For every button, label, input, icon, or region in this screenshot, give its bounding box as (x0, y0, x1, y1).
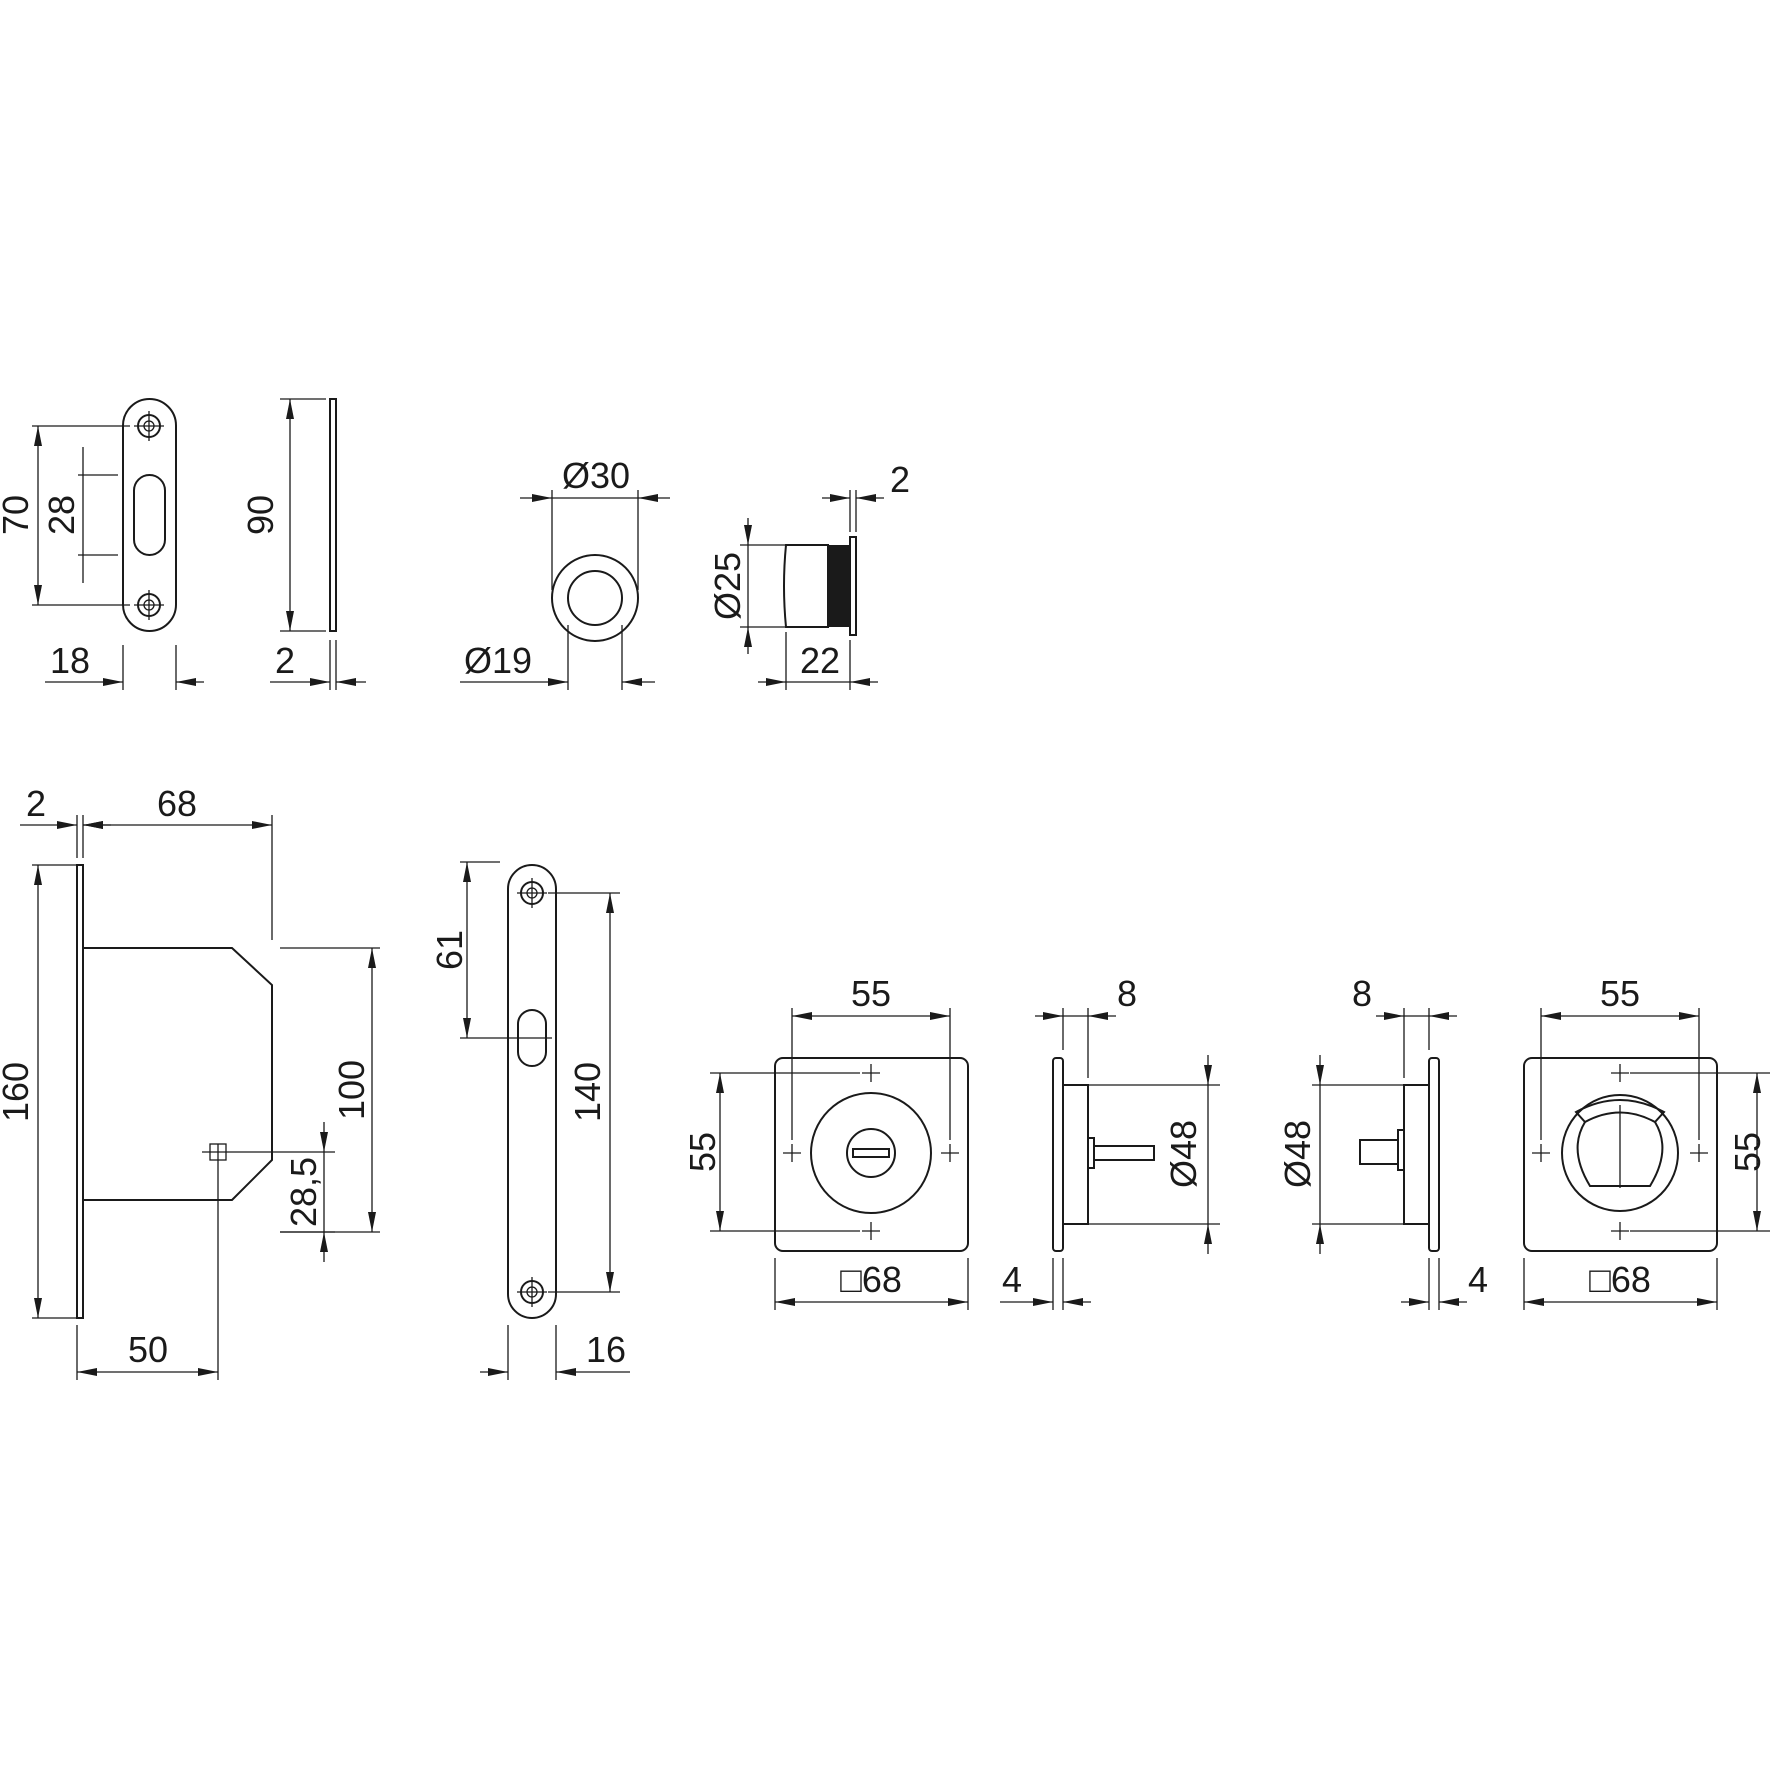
dimension-labels: 70 28 18 90 2 Ø30 Ø19 Ø25 22 2 2 68 160 … (0, 455, 1768, 1370)
dim-rose-left-holes-h: 55 (851, 973, 891, 1014)
faceplate (460, 861, 630, 1380)
dim-ring-flange: 2 (890, 459, 910, 500)
dim-ring-outer: Ø30 (562, 455, 630, 496)
dim-rose-right-size: □68 (1589, 1259, 1651, 1300)
cross-mark-icon (862, 1064, 880, 1082)
dim-ring-depth: 22 (800, 640, 840, 681)
dim-ring-inner: Ø19 (464, 640, 532, 681)
screw-hole-icon (134, 411, 164, 441)
dim-faceplate-offset: 61 (429, 930, 470, 970)
dim-faceplate-length: 140 (567, 1062, 608, 1122)
dim-rose-left-holes-v: 55 (682, 1132, 723, 1172)
cross-mark-icon (862, 1222, 880, 1240)
cross-mark-icon (1611, 1064, 1629, 1082)
rose-front-right (1523, 1008, 1770, 1310)
thumb-turn-icon (1574, 1099, 1666, 1188)
flush-ring-front (460, 490, 670, 690)
dim-strike-side-height: 90 (240, 495, 281, 535)
screw-hole-icon (517, 1277, 547, 1307)
dim-lock-depth: 68 (157, 783, 197, 824)
dim-rose-right-holes-v: 55 (1727, 1132, 1768, 1172)
rose-side-left (1000, 1008, 1220, 1310)
dim-strike-width: 18 (50, 640, 90, 681)
dim-side-right-plate: 4 (1468, 1259, 1488, 1300)
dim-strike-slot: 28 (41, 495, 82, 535)
screw-hole-icon (517, 878, 547, 908)
dim-faceplate-width: 16 (586, 1329, 626, 1370)
dim-lock-height: 160 (0, 1062, 36, 1122)
rose-side-right (1312, 1008, 1467, 1310)
cross-mark-icon (941, 1144, 959, 1162)
dim-strike-height: 70 (0, 495, 36, 535)
strike-plate-side (270, 398, 366, 690)
dim-side-left-depth: 8 (1117, 973, 1137, 1014)
dim-strike-side-thickness: 2 (275, 640, 295, 681)
spindle-square-icon (202, 1143, 234, 1161)
dim-lock-spindle: 28,5 (283, 1157, 324, 1227)
dim-side-left-diameter: Ø48 (1163, 1120, 1204, 1188)
dim-side-right-depth: 8 (1352, 973, 1372, 1014)
dim-rose-right-holes-h: 55 (1600, 973, 1640, 1014)
screw-hole-icon (134, 590, 164, 620)
dim-side-left-plate: 4 (1002, 1259, 1022, 1300)
dim-lock-backset: 50 (128, 1329, 168, 1370)
cross-mark-icon (1690, 1144, 1708, 1162)
cross-mark-icon (1611, 1222, 1629, 1240)
flush-ring-side (740, 490, 884, 690)
cross-mark-icon (1532, 1144, 1550, 1162)
dim-lock-case: 100 (331, 1060, 372, 1120)
cross-mark-icon (783, 1144, 801, 1162)
dim-side-right-diameter: Ø48 (1277, 1120, 1318, 1188)
rose-front-left (710, 1008, 969, 1310)
dim-rose-left-size: □68 (840, 1259, 902, 1300)
strike-plate-front (32, 398, 204, 690)
lock-body (20, 815, 380, 1380)
dim-lock-plate: 2 (26, 783, 46, 824)
dim-ring-diameter: Ø25 (707, 552, 748, 620)
